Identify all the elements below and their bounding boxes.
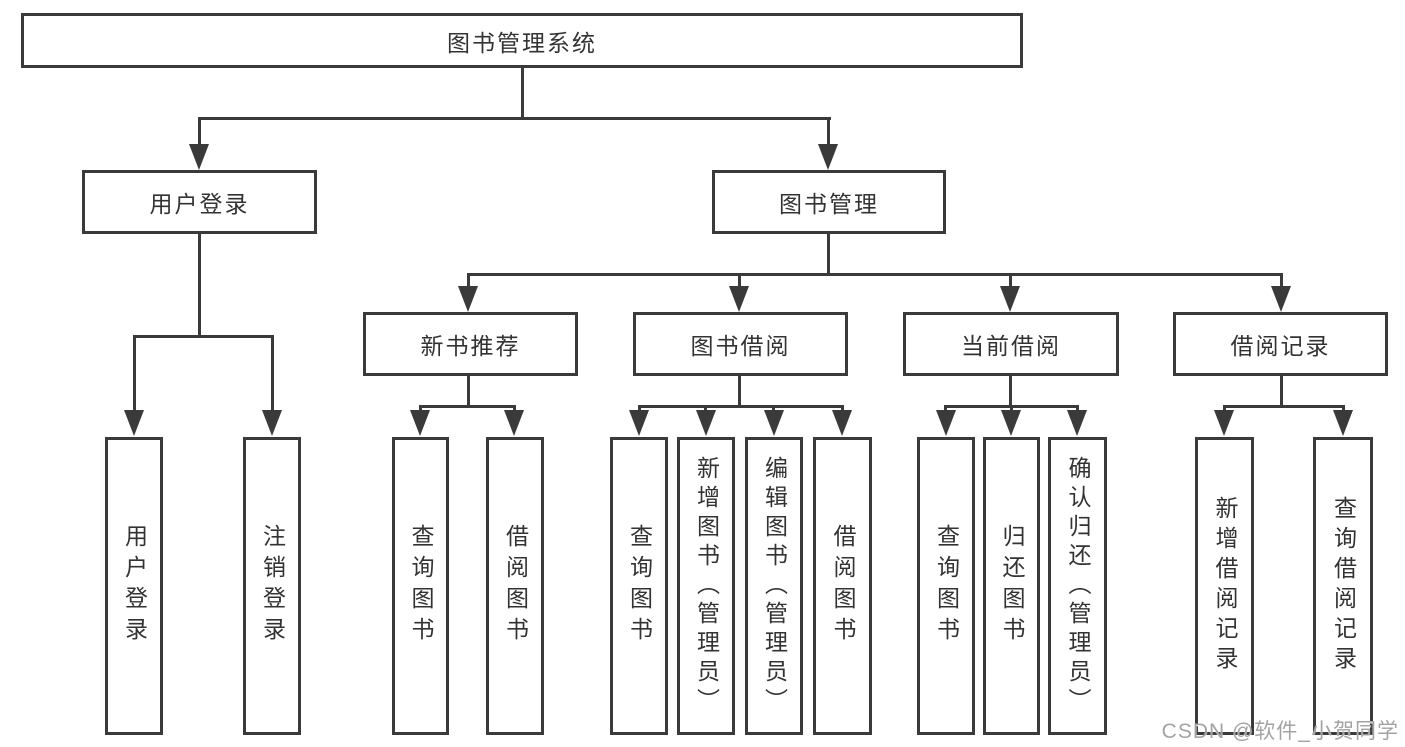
edge-newbook-shaft-1 [419, 405, 422, 413]
leaf-borrow-book-recommend: 借阅图书 [486, 437, 544, 735]
edge-root-bar [198, 117, 831, 120]
watermark: CSDN @软件_小贺同学 [1161, 720, 1399, 743]
node-new-book-recommend: 新书推荐 [363, 312, 578, 376]
edge-login-bar [133, 335, 274, 338]
arrow-down-icon [124, 410, 144, 436]
arrow-down-icon [832, 410, 852, 436]
arrow-down-icon [1000, 286, 1020, 312]
edge-records-shaft-1 [1223, 405, 1226, 413]
leaf-logout-login: 注销登录 [243, 437, 301, 735]
edge-root-to-login-shaft [198, 117, 201, 147]
node-root-library-system: 图书管理系统 [21, 13, 1023, 68]
edge-records-bar [1223, 405, 1345, 408]
arrow-down-icon [629, 410, 649, 436]
edge-borrow-shaft-2 [704, 405, 707, 413]
edge-root-to-mgmt-shaft [827, 117, 830, 147]
arrow-down-icon [729, 286, 749, 312]
arrow-down-icon [1001, 410, 1021, 436]
node-book-borrow: 图书借阅 [633, 312, 848, 376]
arrow-down-icon [1333, 410, 1353, 436]
edge-current-stub [1009, 375, 1012, 406]
leaf-query-book-current: 查询图书 [917, 437, 975, 735]
edge-borrow-shaft-3 [772, 405, 775, 413]
edge-borrow-shaft-1 [638, 405, 641, 413]
edge-root-stub [521, 68, 524, 118]
arrow-down-icon [696, 410, 716, 436]
leaf-confirm-return-admin: 确认归还（管理员） [1048, 437, 1107, 735]
edge-login-stub [198, 233, 201, 335]
leaf-user-login: 用户登录 [105, 437, 163, 735]
leaf-query-book-borrow: 查询图书 [610, 437, 668, 735]
arrow-down-icon [1271, 286, 1291, 312]
leaf-add-book-admin: 新增图书（管理员） [677, 437, 735, 735]
edge-login-leaf1-shaft [133, 335, 136, 412]
leaf-add-borrow-record: 新增借阅记录 [1195, 437, 1254, 735]
arrow-down-icon [504, 410, 524, 436]
arrow-down-icon [410, 410, 430, 436]
arrow-down-icon [1214, 410, 1234, 436]
node-user-login: 用户登录 [82, 170, 317, 234]
leaf-borrow-book: 借阅图书 [813, 437, 872, 735]
edge-mgmt-shaft-1 [467, 273, 470, 288]
arrow-down-icon [262, 410, 282, 436]
node-current-borrow: 当前借阅 [903, 312, 1119, 376]
arrow-down-icon [1067, 410, 1087, 436]
edge-records-shaft-2 [1342, 405, 1345, 413]
edge-borrow-stub [738, 375, 741, 406]
edge-newbook-shaft-2 [513, 405, 516, 413]
arrow-down-icon [189, 144, 209, 170]
edge-newbook-bar [419, 405, 516, 408]
leaf-edit-book-admin: 编辑图书（管理员） [745, 437, 803, 735]
leaf-return-book: 归还图书 [983, 437, 1040, 735]
arrow-down-icon [818, 144, 838, 170]
leaf-query-borrow-record: 查询借阅记录 [1313, 437, 1373, 735]
edge-current-shaft-2 [1010, 405, 1013, 413]
edge-borrow-shaft-4 [841, 405, 844, 413]
arrow-down-icon [458, 286, 478, 312]
edge-mgmt-shaft-4 [1280, 273, 1283, 288]
arrow-down-icon [764, 410, 784, 436]
edge-current-shaft-3 [1076, 405, 1079, 413]
edge-mgmt-shaft-2 [738, 273, 741, 288]
edge-records-stub [1280, 375, 1283, 406]
arrow-down-icon [936, 410, 956, 436]
edge-borrow-bar [638, 405, 844, 408]
edge-mgmt-bar [467, 273, 1282, 276]
node-borrow-records: 借阅记录 [1173, 312, 1388, 376]
edge-newbook-stub [467, 375, 470, 406]
edge-login-leaf2-shaft [271, 335, 274, 412]
edge-current-shaft-1 [944, 405, 947, 413]
leaf-query-book-recommend: 查询图书 [392, 437, 449, 735]
node-book-management: 图书管理 [712, 170, 946, 234]
edge-mgmt-shaft-3 [1009, 273, 1012, 288]
edge-mgmt-stub [827, 233, 830, 273]
